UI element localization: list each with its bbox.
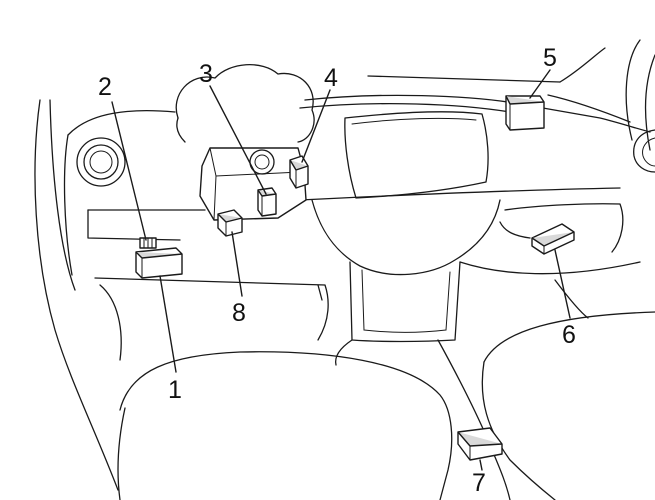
right-seat xyxy=(481,311,655,500)
leader-5 xyxy=(529,69,551,99)
component-1-fuse-box xyxy=(135,247,183,279)
left-seat xyxy=(117,351,453,500)
component-6-relay xyxy=(531,223,575,255)
callout-labels: 1 2 3 4 5 6 7 8 xyxy=(98,44,576,497)
center-display xyxy=(344,111,489,199)
component-8-relay xyxy=(217,209,243,237)
leader-lines xyxy=(111,69,571,471)
component-4-relay xyxy=(289,155,309,189)
leader-7 xyxy=(479,459,483,471)
leader-2 xyxy=(111,101,147,241)
leader-3 xyxy=(209,85,267,195)
callout-6: 6 xyxy=(562,321,576,349)
callout-7: 7 xyxy=(472,469,486,497)
junction-block-housing xyxy=(199,147,307,221)
left-air-vent xyxy=(76,137,126,187)
center-console xyxy=(334,261,461,366)
callout-3: 3 xyxy=(199,60,213,88)
component-7-relay xyxy=(457,427,503,461)
component-3-relay xyxy=(257,187,277,217)
leader-1 xyxy=(159,275,177,373)
right-air-vent xyxy=(633,129,655,173)
component-5-relay-box xyxy=(505,95,545,131)
leader-8 xyxy=(231,231,243,297)
callout-8: 8 xyxy=(232,299,246,327)
component-2-connector xyxy=(139,237,157,249)
callout-2: 2 xyxy=(98,73,112,101)
leader-6 xyxy=(554,249,571,319)
leader-4 xyxy=(301,89,331,163)
callout-4: 4 xyxy=(324,64,338,92)
callout-1: 1 xyxy=(168,376,182,404)
dashboard-outline xyxy=(34,39,655,500)
callout-5: 5 xyxy=(543,44,557,72)
